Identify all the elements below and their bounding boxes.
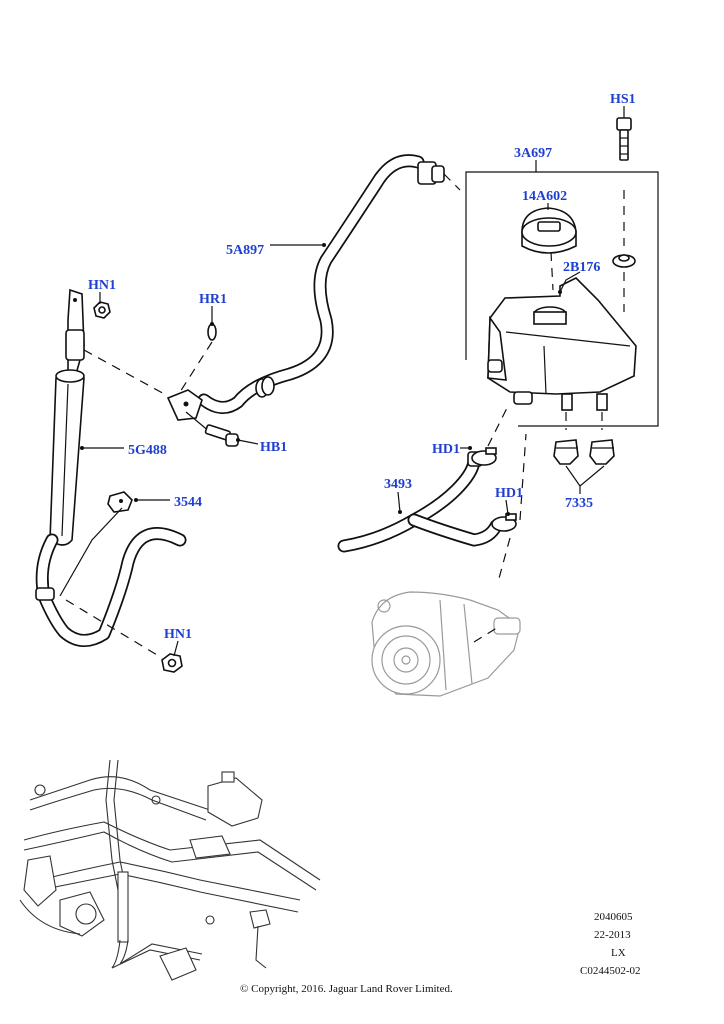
stamp-line-1: 2040605: [594, 911, 633, 923]
reservoir-group-bracket: [465, 171, 659, 427]
leader-lines: [59, 106, 625, 657]
callout-hd1-top: HD1: [432, 442, 460, 457]
callout-hb1: HB1: [260, 440, 287, 455]
overview-illustration: [19, 759, 321, 981]
nut-hn1-bottom: [161, 653, 183, 673]
stamp-line-4: C0244502-02: [580, 965, 641, 977]
hose-3493: [337, 451, 503, 553]
hose-5a897: [166, 154, 461, 421]
callout-hd1-lower: HD1: [495, 486, 523, 501]
clip-3544: [107, 491, 133, 513]
filler-cap-14a602: [521, 207, 577, 291]
stamp-line-3: LX: [611, 947, 626, 959]
callout-3544: 3544: [174, 495, 202, 510]
bolt-hb1: [185, 411, 239, 447]
o-ring-hr1: [207, 323, 217, 341]
cooler-5g488: [49, 288, 85, 546]
bolt-hs1: [616, 117, 632, 246]
callout-3493: 3493: [384, 477, 412, 492]
clamp-hd1-lower: [491, 513, 517, 532]
callout-7335: 7335: [565, 496, 593, 511]
callout-2b176: 2B176: [563, 260, 600, 275]
stamp-line-2: 22-2013: [594, 929, 631, 941]
callout-hr1: HR1: [199, 292, 227, 307]
copyright-notice: © Copyright, 2016. Jaguar Land Rover Lim…: [240, 983, 453, 995]
callout-hn1-top: HN1: [88, 278, 116, 293]
callout-hn1-bottom: HN1: [164, 627, 192, 642]
fitment-lines-right: [487, 405, 527, 583]
callout-5a897: 5A897: [226, 243, 264, 258]
reservoir-tank: [487, 277, 637, 430]
cooler-lower-hose: [35, 527, 187, 647]
callout-5g488: 5G488: [128, 443, 167, 458]
fitment-lines-left: [65, 341, 213, 659]
callout-hs1: HS1: [610, 92, 636, 107]
nut-hn1-top: [93, 301, 111, 319]
power-steering-pump: [371, 591, 521, 697]
callout-3a697: 3A697: [514, 146, 552, 161]
clamp-hd1-top: [471, 447, 497, 466]
washer-2b176: [612, 254, 636, 312]
connectors-7335: [553, 439, 615, 487]
callout-14a602: 14A602: [522, 189, 567, 204]
